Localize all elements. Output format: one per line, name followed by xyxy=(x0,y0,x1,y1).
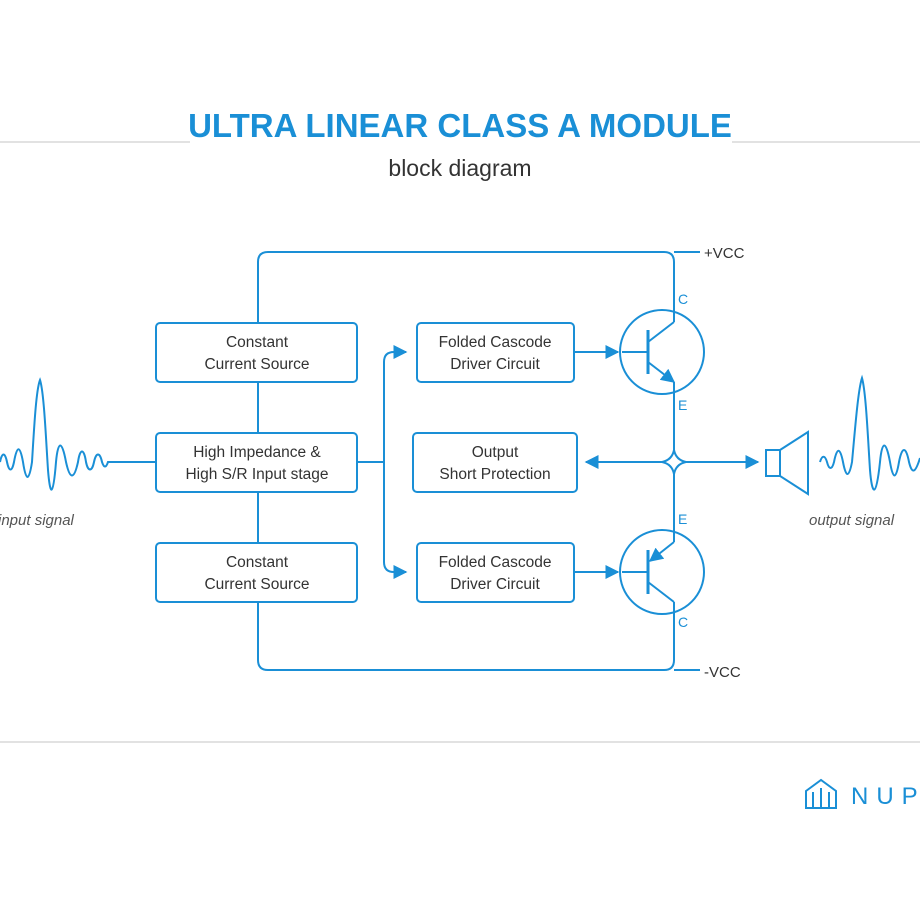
input-stage-block xyxy=(155,432,358,493)
driver-top-line1: Folded Cascode xyxy=(439,334,552,351)
driver-top-line2: Driver Circuit xyxy=(450,356,540,373)
protection-block xyxy=(412,432,578,493)
driver-bottom-line1: Folded Cascode xyxy=(439,554,552,571)
input-waveform-icon xyxy=(0,377,118,491)
diagram-subtitle: block diagram xyxy=(388,155,531,181)
output-node xyxy=(661,449,687,475)
top-emitter-label: E xyxy=(678,397,687,413)
ccs-bottom-line2: Current Source xyxy=(204,576,309,593)
protection-line2: Short Protection xyxy=(439,466,550,483)
npn-transistor-icon xyxy=(619,309,705,395)
output-signal-label: output signal xyxy=(809,512,895,529)
to-driver-top-arrow xyxy=(383,345,408,462)
driver-bottom-line2: Driver Circuit xyxy=(450,576,540,593)
bottom-emitter-label: E xyxy=(678,511,687,527)
positive-rail-wire xyxy=(257,251,675,322)
to-driver-bottom-arrow xyxy=(383,462,408,579)
ccs-top-line2: Current Source xyxy=(204,356,309,373)
ccs-bottom-block xyxy=(155,542,358,603)
input-signal-label: input signal xyxy=(0,512,75,529)
brand-name: NUP xyxy=(851,783,920,810)
ccs-top-block xyxy=(155,322,358,383)
pnp-transistor-icon xyxy=(619,529,705,615)
protection-line1: Output xyxy=(472,444,519,461)
input-stage-line1: High Impedance & xyxy=(193,444,321,461)
output-waveform-icon xyxy=(819,374,920,491)
positive-rail-label: +VCC xyxy=(704,245,745,262)
brand-logo-icon xyxy=(805,778,837,809)
top-collector-label: C xyxy=(678,291,688,307)
ccs-bottom-line1: Constant xyxy=(226,554,289,571)
negative-rail-wire xyxy=(257,602,675,671)
speaker-icon xyxy=(765,430,809,496)
driver-bottom-block xyxy=(416,542,575,603)
driver-top-block xyxy=(416,322,575,383)
negative-rail-label: -VCC xyxy=(704,664,741,681)
input-stage-line2: High S/R Input stage xyxy=(185,466,328,483)
bottom-collector-label: C xyxy=(678,614,688,630)
ccs-top-line1: Constant xyxy=(226,334,289,351)
diagram-title: ULTRA LINEAR CLASS A MODULE xyxy=(188,107,732,144)
